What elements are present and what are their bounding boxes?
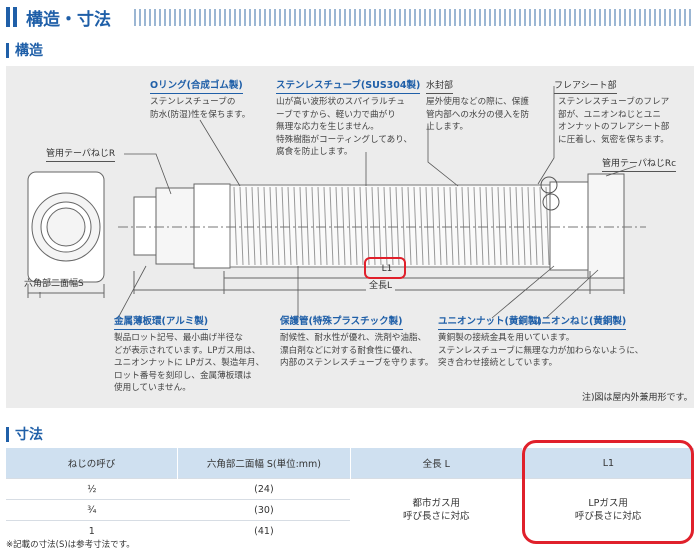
hex-end-view bbox=[27, 171, 105, 283]
left-fitting bbox=[133, 183, 231, 269]
header-thread: ねじの呼び bbox=[6, 448, 179, 479]
cell-hex: (30) bbox=[177, 499, 351, 521]
pipe-desc: 耐候性、耐水性が優れ、洗剤や油脂、漂白剤などに対する耐食性に優れ、内部のステンレ… bbox=[280, 333, 434, 368]
cell-l1: LPガス用呼び長さに対応 bbox=[522, 478, 694, 541]
hose-diagram bbox=[27, 86, 646, 319]
seal-title: 水封部 bbox=[426, 80, 454, 94]
header-hex: 六角部二面幅 S(単位:mm) bbox=[177, 448, 351, 479]
oring-desc: ステンレスチューブの防水(防湿)性を保ちます。 bbox=[150, 97, 251, 120]
cell-thread: 1 bbox=[6, 520, 178, 541]
structure-diagram-panel: Oリング(合成ゴム製) ステンレスチューブの防水(防湿)性を保ちます。 ステンレ… bbox=[6, 66, 694, 408]
header-stripe-decoration bbox=[134, 9, 694, 26]
page-title: 構造・寸法 bbox=[26, 9, 111, 30]
header-total-l: 全長 L bbox=[350, 448, 523, 479]
pipe-title: 保護管(特殊プラスチック製) bbox=[280, 316, 403, 330]
cell-hex: (41) bbox=[177, 520, 351, 541]
taper-rc-label: 管用テーパねじRc bbox=[602, 158, 677, 172]
union-nut-title: ユニオンナット(黄銅製) bbox=[438, 316, 542, 330]
cell-hex: (24) bbox=[177, 478, 351, 500]
l1-highlight bbox=[364, 257, 406, 279]
union-screw-title: ユニオンねじ(黄銅製) bbox=[532, 316, 627, 330]
section-dimensions-heading: 寸法 bbox=[6, 424, 43, 444]
seal-desc: 屋外使用などの際に、保護管内部への水分の侵入を防止します。 bbox=[426, 97, 530, 132]
dimensions-table: ねじの呼び 六角部二面幅 S(単位:mm) 全長 L L1 ½ (24) 都市ガ… bbox=[6, 448, 694, 541]
cell-thread: ¾ bbox=[6, 499, 178, 521]
section-marker bbox=[6, 42, 9, 58]
tube-title: ステンレスチューブ(SUS304製) bbox=[276, 80, 421, 94]
flare-desc: ステンレスチューブのフレア部が、ユニオンねじとユニオンナットのフレアシート部に圧… bbox=[558, 97, 670, 145]
header-accent-bar bbox=[6, 7, 10, 27]
hex-label: 六角部二面幅S bbox=[24, 279, 84, 289]
section-structure-heading: 構造 bbox=[6, 40, 43, 60]
table-row: ¾ (30) bbox=[6, 499, 694, 521]
table-header-row: ねじの呼び 六角部二面幅 S(単位:mm) 全長 L L1 bbox=[6, 448, 694, 479]
header-accent-bar bbox=[13, 7, 17, 27]
section-structure-title: 構造 bbox=[15, 43, 43, 59]
right-fitting bbox=[549, 173, 625, 279]
cell-total-l: 都市ガス用呼び長さに対応 bbox=[350, 478, 523, 541]
figure-note: 注)図は屋内外兼用形です。 bbox=[582, 393, 693, 403]
dimensions-footnote: ※記載の寸法(S)は参考寸法です。 bbox=[6, 540, 135, 550]
page-header: 構造・寸法 bbox=[6, 4, 119, 30]
taper-r-label: 管用テーパねじR bbox=[46, 148, 116, 162]
union-desc: 黄銅製の接続金具を用いています。ステンレスチューブに無理な力が加わらないように、… bbox=[438, 333, 644, 368]
ring-title: 金属薄板環(アルミ製) bbox=[114, 316, 209, 330]
total-l-label: 全長L bbox=[366, 280, 396, 292]
l1-label: L1 bbox=[381, 264, 393, 274]
section-dimensions-title: 寸法 bbox=[15, 427, 43, 443]
table-row: 1 (41) bbox=[6, 520, 694, 541]
flare-title: フレアシート部 bbox=[554, 80, 617, 94]
l1-column-highlight bbox=[522, 440, 694, 544]
ring-desc: 製品ロット記号、最小曲げ半径などが表示されています。LPガス用は、ユニオンナット… bbox=[114, 333, 265, 393]
oring-title: Oリング(合成ゴム製) bbox=[150, 80, 243, 94]
table-row: ½ (24) 都市ガス用呼び長さに対応 LPガス用呼び長さに対応 bbox=[6, 478, 694, 541]
header-l1: L1 bbox=[522, 448, 694, 479]
tube-desc: 山が高い波形状のスパイラルチューブですから、軽い力で曲がり無理な応力を生じません… bbox=[276, 97, 413, 157]
cell-thread: ½ bbox=[6, 478, 178, 500]
section-marker bbox=[6, 426, 9, 442]
